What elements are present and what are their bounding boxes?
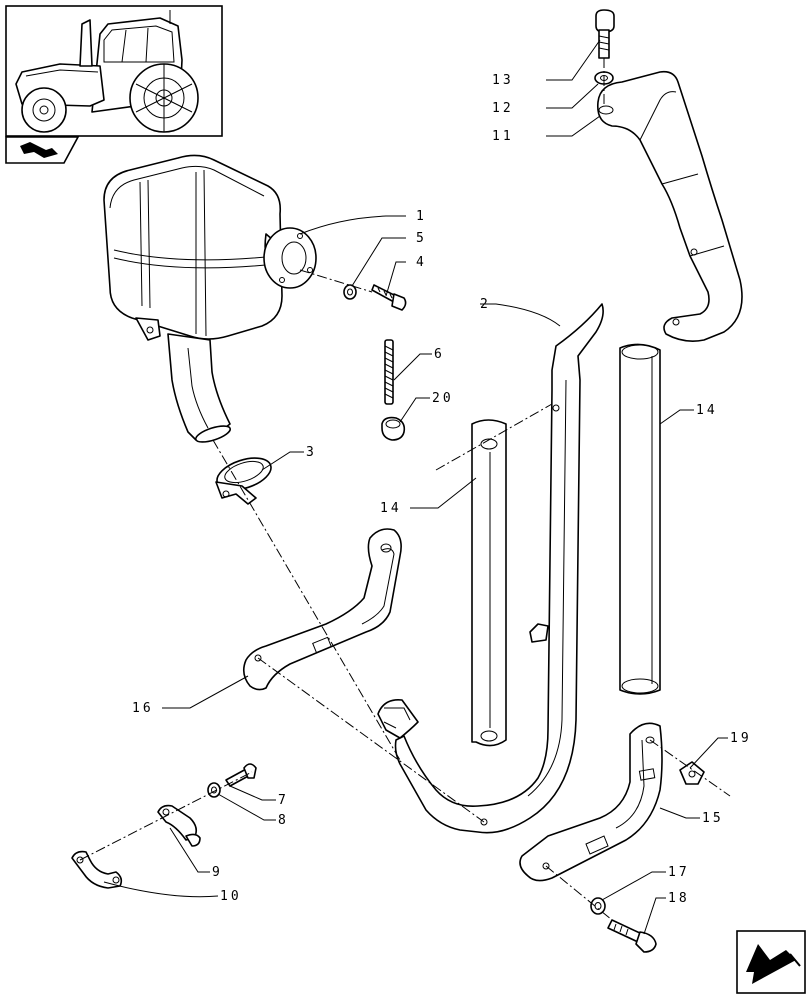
washer-8 [207, 782, 221, 798]
callout-14-right: 14 [696, 403, 718, 418]
callout-4: 4 [416, 255, 427, 270]
exhaust-pipe-2 [377, 303, 604, 834]
stud-6 [384, 339, 394, 405]
callout-12: 12 [492, 101, 514, 116]
callout-13: 13 [492, 73, 514, 88]
callout-1: 1 [416, 209, 427, 224]
callout-labels: 1 2 3 4 5 6 7 8 9 10 11 12 13 14 14 15 1… [132, 73, 752, 906]
callout-6: 6 [434, 347, 445, 362]
tractor-thumbnail-icon[interactable] [5, 5, 223, 137]
callout-18: 18 [668, 891, 690, 906]
callout-19: 19 [730, 731, 752, 746]
next-page-arrow-icon[interactable] [736, 930, 806, 994]
bolt-4 [371, 284, 407, 311]
section-tab-icon[interactable] [5, 136, 80, 164]
callout-10: 10 [220, 889, 242, 904]
callout-16: 16 [132, 701, 154, 716]
callout-7: 7 [278, 793, 289, 808]
callout-11: 11 [492, 129, 514, 144]
bracket-15 [519, 722, 663, 882]
leader-lines [103, 39, 728, 935]
callout-20: 20 [432, 391, 454, 406]
washer-17 [590, 897, 606, 915]
nut-20 [381, 416, 406, 441]
clip-19 [679, 761, 705, 785]
heat-shield-14-right [619, 343, 661, 695]
bolt-18 [607, 919, 657, 953]
callout-15: 15 [702, 811, 724, 826]
callout-9: 9 [212, 865, 223, 880]
callout-2: 2 [480, 297, 491, 312]
bolt-13 [595, 9, 615, 59]
washer-5 [343, 284, 357, 300]
muffler [103, 154, 317, 443]
callout-17: 17 [668, 865, 690, 880]
bracket-11 [596, 70, 743, 342]
clamp-9 [157, 804, 201, 847]
callout-8: 8 [278, 813, 289, 828]
callout-5: 5 [416, 231, 427, 246]
callout-3: 3 [306, 445, 317, 460]
hose-clamp-3 [215, 457, 272, 505]
bracket-16 [242, 528, 402, 691]
clamp-10 [71, 850, 123, 889]
heat-shield-14-left [471, 419, 507, 747]
callout-14-left: 14 [380, 501, 402, 516]
